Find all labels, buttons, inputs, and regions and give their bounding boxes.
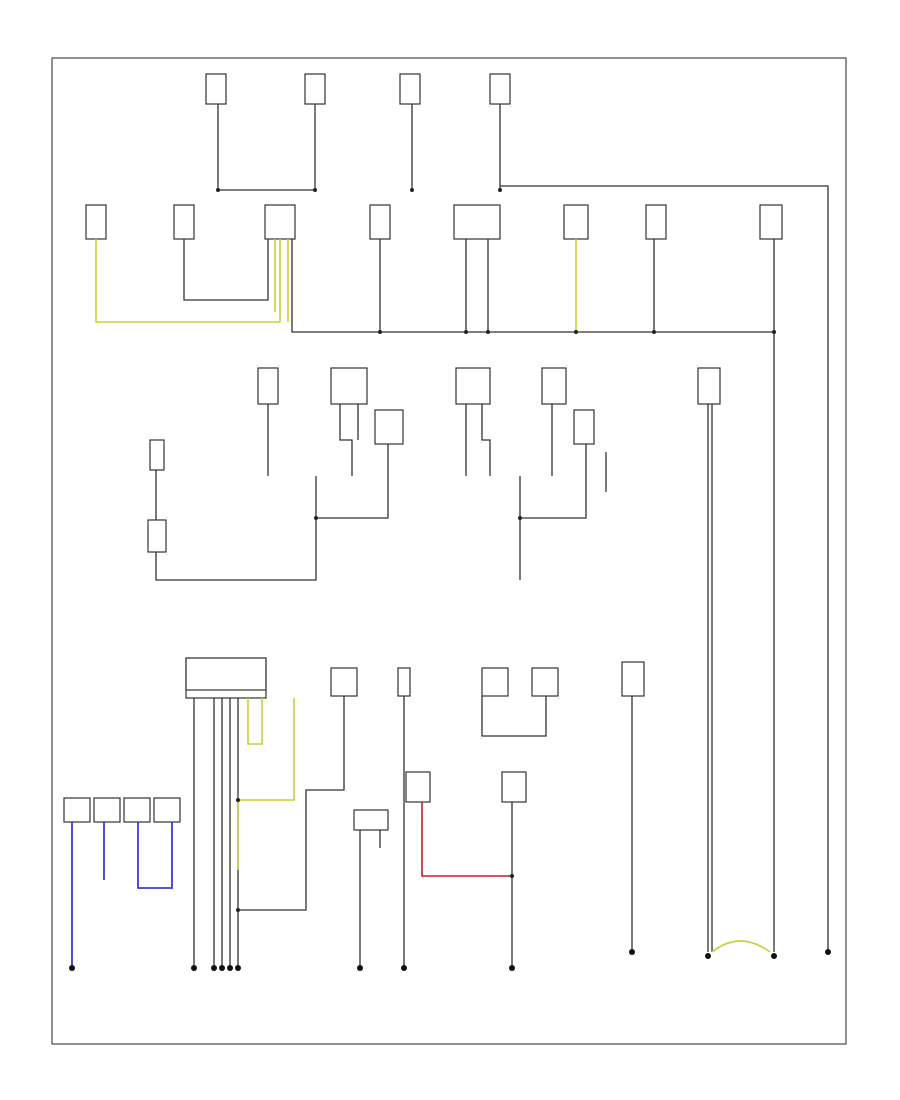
wire-lower-9 xyxy=(359,830,381,968)
ground-point-9 xyxy=(509,965,515,971)
ground-point-3 xyxy=(211,965,217,971)
ground-point-13 xyxy=(825,949,831,955)
ground-point-2 xyxy=(191,965,197,971)
component-row3-8 xyxy=(149,439,165,471)
component-lower-9 xyxy=(353,809,389,831)
component-row3-9 xyxy=(147,519,167,553)
ground-point-12 xyxy=(771,953,777,959)
component-lower-7 xyxy=(405,771,431,803)
ground-point-5 xyxy=(227,965,233,971)
junction-dot xyxy=(510,874,514,878)
component-top-4 xyxy=(489,73,511,105)
junction-dot xyxy=(464,330,468,334)
wire-top-3-4 xyxy=(411,104,501,190)
ground-point-8 xyxy=(401,965,407,971)
junction-dots xyxy=(216,188,776,912)
component-row3-3 xyxy=(374,409,404,445)
component-lower-3 xyxy=(397,667,411,697)
component-top-1 xyxy=(205,73,227,105)
junction-dot xyxy=(486,330,490,334)
ground-point-4 xyxy=(219,965,225,971)
component-top-3 xyxy=(399,73,421,105)
wire-yellow-left xyxy=(95,239,289,323)
junction-dot xyxy=(314,516,318,520)
junction-dot xyxy=(518,516,522,520)
wire-row3-left xyxy=(267,404,389,519)
component-row2-4 xyxy=(369,204,391,240)
junction-dot xyxy=(236,908,240,912)
component-row3-2 xyxy=(330,367,368,405)
component-lower-6 xyxy=(621,661,645,697)
component-lower-4 xyxy=(481,667,509,697)
junction-dot xyxy=(236,798,240,802)
junction-dot xyxy=(313,188,317,192)
component-lower-5 xyxy=(531,667,559,697)
component-row2-5 xyxy=(453,204,501,240)
ground-points xyxy=(69,949,831,971)
component-top-2 xyxy=(304,73,326,105)
diagram-frame xyxy=(51,57,847,1045)
component-row3-4 xyxy=(455,367,491,405)
wire-red xyxy=(421,802,512,877)
connector-bl-3 xyxy=(123,797,151,823)
component-lower-2 xyxy=(330,667,358,697)
wire-row2-2 xyxy=(183,239,269,301)
wire-lower-bracket xyxy=(185,657,267,690)
component-row2-3 xyxy=(264,204,296,240)
component-row3-6 xyxy=(573,409,595,445)
connector-bl-1 xyxy=(63,797,91,823)
wire-yellow-lower xyxy=(237,698,295,870)
wire-lower-bundle xyxy=(193,698,239,968)
component-row2-7 xyxy=(645,204,667,240)
wire-row3-loop xyxy=(155,470,317,581)
junction-dot xyxy=(410,188,414,192)
junction-dot xyxy=(216,188,220,192)
component-lower-8 xyxy=(501,771,527,803)
wire-lower-center xyxy=(403,696,547,968)
wire-yellow-jumper xyxy=(711,940,771,953)
component-row3-7 xyxy=(697,367,721,405)
component-row2-1 xyxy=(85,204,107,240)
connector-bl-4 xyxy=(153,797,181,823)
wire-row3-vertical xyxy=(707,404,713,952)
component-row3-5 xyxy=(541,367,567,405)
wire-top-1-2 xyxy=(217,104,316,191)
ground-point-7 xyxy=(357,965,363,971)
ground-point-11 xyxy=(705,953,711,959)
component-row2-6 xyxy=(563,204,589,240)
wire-row2-bus xyxy=(291,239,775,333)
junction-dot xyxy=(772,330,776,334)
component-row3-1 xyxy=(257,367,279,405)
junction-dot xyxy=(574,330,578,334)
wire-right-bus xyxy=(500,185,829,952)
ground-point-10 xyxy=(629,949,635,955)
junction-dot xyxy=(652,330,656,334)
wire-blue xyxy=(71,822,173,968)
connector-bl-2 xyxy=(93,797,121,823)
junction-dot xyxy=(378,330,382,334)
component-lower-1 xyxy=(185,689,267,699)
junction-dot xyxy=(498,188,502,192)
component-row2-8 xyxy=(759,204,783,240)
wire-lower-return xyxy=(238,696,345,911)
ground-point-6 xyxy=(235,965,241,971)
wire-row3-right xyxy=(465,404,587,580)
ground-point-1 xyxy=(69,965,75,971)
component-row2-2 xyxy=(173,204,195,240)
